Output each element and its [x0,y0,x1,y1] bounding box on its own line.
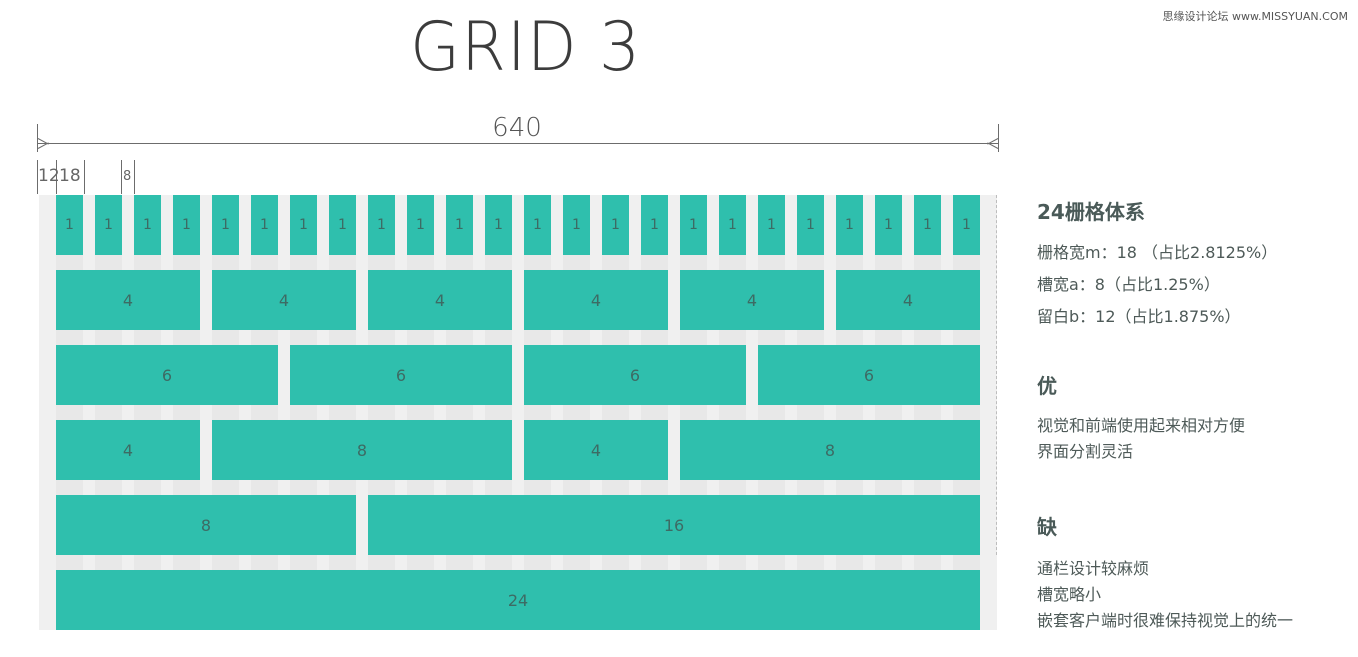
grid-cell-span-4: 4 [56,270,200,330]
grid-cell-span-4: 4 [680,270,824,330]
margin-dimension-label: 12 [38,166,60,186]
column-guide [329,195,356,630]
margin-tick-left [37,160,38,194]
grid-cell-span-1: 1 [56,195,83,255]
site-watermark: 思缘设计论坛 www.MISSYUAN.COM [1162,10,1348,23]
grid-cell-span-4: 4 [524,270,668,330]
pros-line-1: 视觉和前端使用起来相对方便 [1037,416,1246,435]
grid-cell-span-1: 1 [953,195,980,255]
column-guide [134,195,161,630]
column-guide [407,195,434,630]
grid-cell-span-1: 1 [524,195,551,255]
grid-cell-span-1: 1 [641,195,668,255]
column-guide [485,195,512,630]
column-guide [368,195,395,630]
grid-cell-span-6: 6 [758,345,980,405]
grid-cell-span-16: 16 [368,495,980,555]
grid-cell-span-1: 1 [836,195,863,255]
grid-cell-span-1: 1 [368,195,395,255]
grid-cell-span-1: 1 [134,195,161,255]
grid-cell-span-6: 6 [524,345,746,405]
grid-cell-span-1: 1 [407,195,434,255]
cons-line-3: 嵌套客户端时很难保持视觉上的统一 [1037,611,1294,630]
column-guide [758,195,785,630]
column-tick-right [84,160,85,194]
grid-cell-span-1: 1 [914,195,941,255]
system-heading: 24栅格体系 [1037,200,1145,224]
column-guide [914,195,941,630]
grid-cell-span-1: 1 [329,195,356,255]
grid-cell-span-4: 4 [56,420,200,480]
gutter-dimension-label: 8 [123,169,132,184]
cons-line-2: 槽宽略小 [1037,585,1102,604]
grid-cell-span-1: 1 [446,195,473,255]
grid-cell-span-1: 1 [251,195,278,255]
gutter-tick-right [134,160,135,194]
grid-cell-span-1: 1 [680,195,707,255]
column-guide [797,195,824,630]
system-line-column: 栅格宽m：18 （占比2.8125%） [1037,243,1278,262]
grid-cell-span-1: 1 [758,195,785,255]
column-guide [953,195,980,630]
grid-cell-span-1: 1 [485,195,512,255]
pros-heading: 优 [1037,374,1057,398]
column-guide [290,195,317,630]
grid-cell-span-8: 8 [56,495,356,555]
column-guide [446,195,473,630]
column-guide [173,195,200,630]
grid-cell-span-1: 1 [95,195,122,255]
grid-cell-span-4: 4 [836,270,980,330]
grid-cell-span-1: 1 [875,195,902,255]
grid-cell-span-1: 1 [797,195,824,255]
grid-cell-span-1: 1 [212,195,239,255]
column-guide [56,195,83,630]
grid-cell-span-6: 6 [290,345,512,405]
column-guide [836,195,863,630]
grid-cell-span-8: 8 [680,420,980,480]
system-line-gutter: 槽宽a：8（占比1.25%） [1037,275,1220,294]
grid-cell-span-1: 1 [563,195,590,255]
column-guide [212,195,239,630]
column-guide [641,195,668,630]
pros-line-2: 界面分割灵活 [1037,442,1134,461]
column-guide [875,195,902,630]
column-guide [563,195,590,630]
column-guide [719,195,746,630]
grid-cell-span-4: 4 [524,420,668,480]
grid-right-guide [996,195,997,555]
column-dimension-label: 18 [59,166,81,186]
grid-cell-span-1: 1 [602,195,629,255]
cons-line-1: 通栏设计较麻烦 [1037,559,1150,578]
grid-cell-span-1: 1 [290,195,317,255]
cons-heading: 缺 [1037,515,1057,539]
margin-tick-right [56,160,57,194]
gutter-tick-left [121,160,122,194]
column-guide [95,195,122,630]
page-title: GRID 3 [410,8,642,87]
column-guide [524,195,551,630]
column-guide [251,195,278,630]
total-width-dimension [37,124,999,152]
total-width-label: 640 [462,113,572,143]
grid-cell-span-1: 1 [719,195,746,255]
column-guide [602,195,629,630]
grid-cell-span-4: 4 [212,270,356,330]
grid-cell-span-6: 6 [56,345,278,405]
grid-cell-span-8: 8 [212,420,512,480]
column-guide [680,195,707,630]
grid-cell-span-4: 4 [368,270,512,330]
grid-cell-span-24: 24 [56,570,980,630]
system-line-margin: 留白b：12（占比1.875%） [1037,307,1241,326]
grid-cell-span-1: 1 [173,195,200,255]
